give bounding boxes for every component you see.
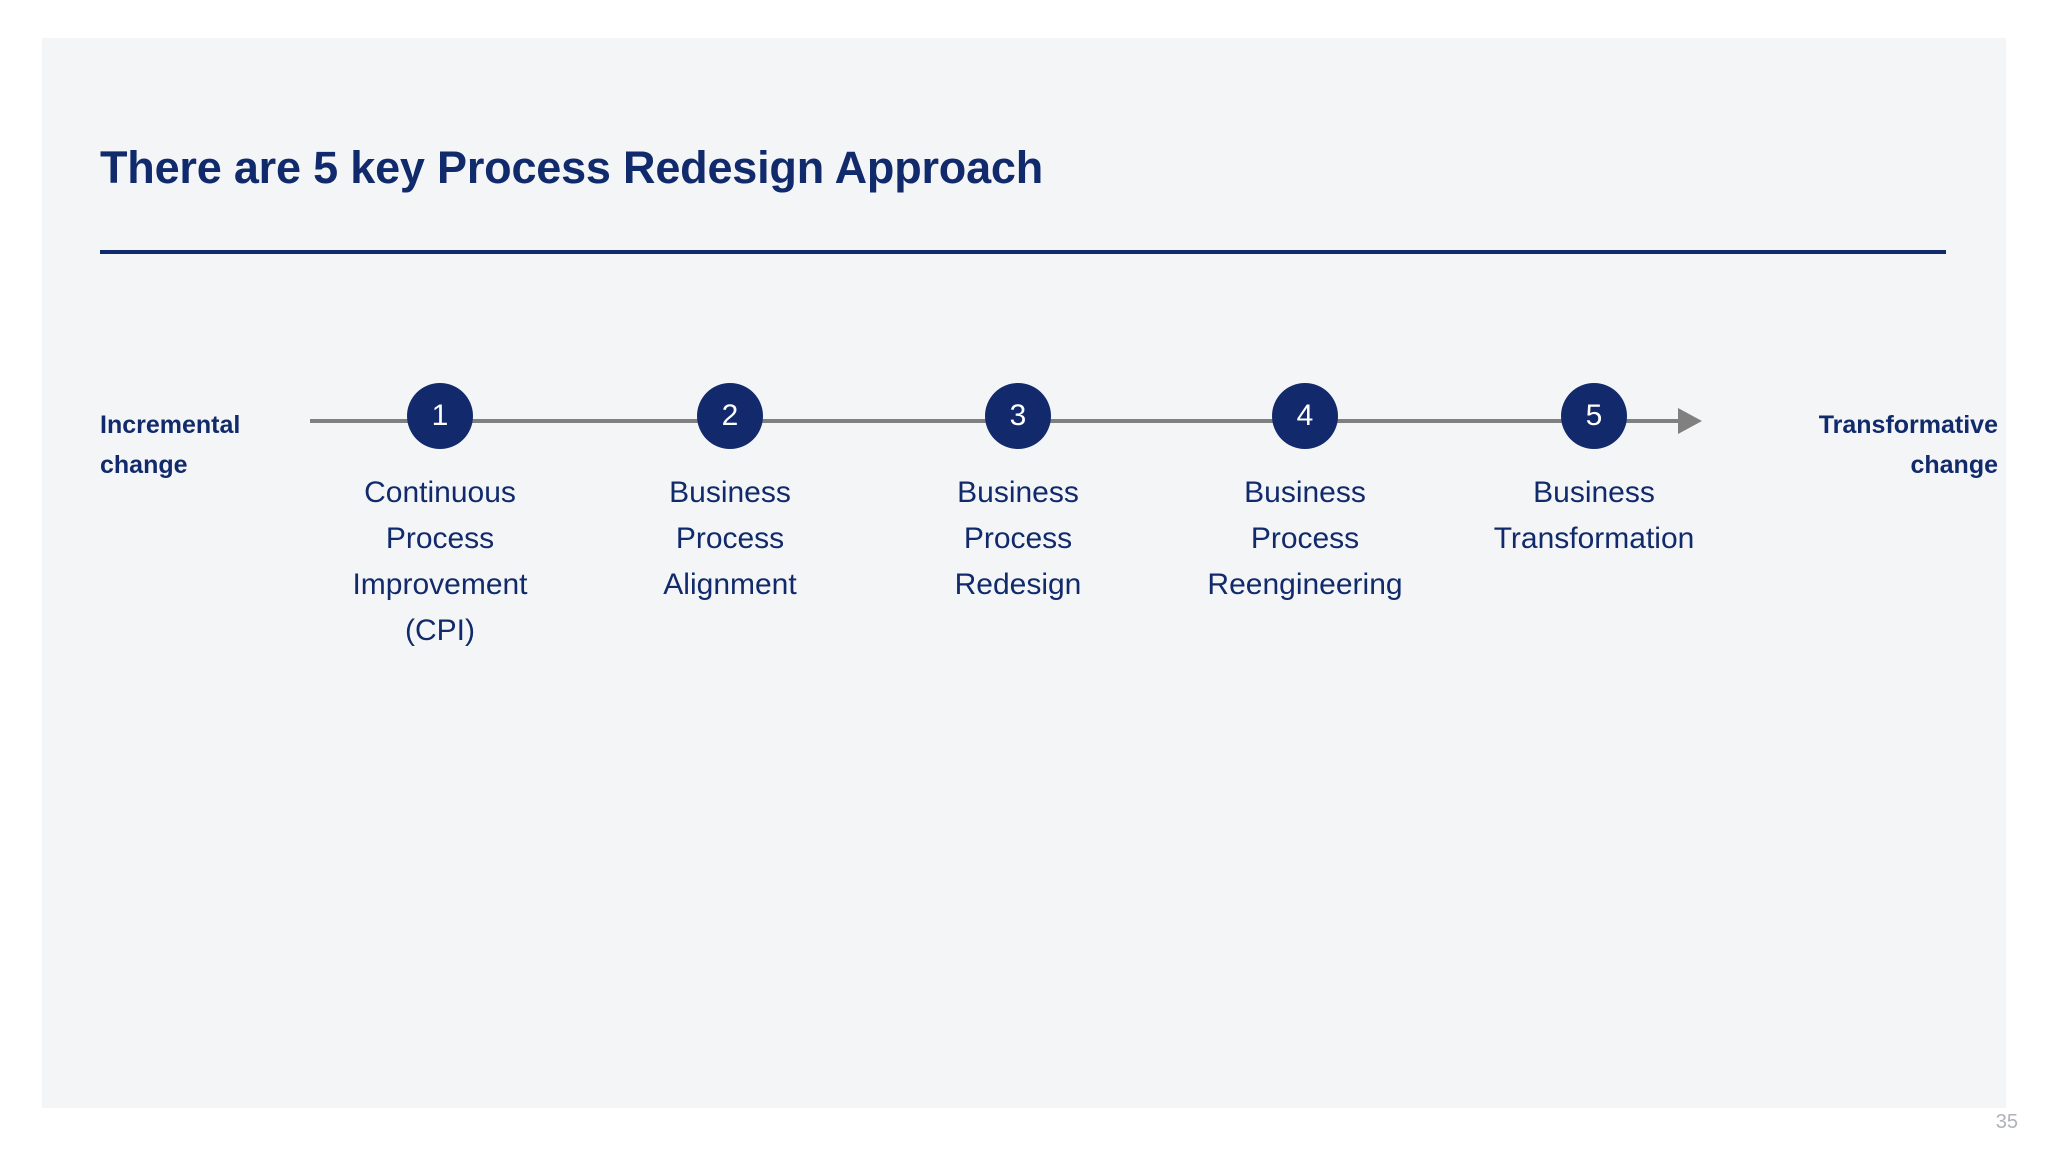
step-circle-1[interactable]: 1 <box>407 383 473 449</box>
timeline-step-4[interactable]: 4 Business Process Reengineering <box>1185 383 1425 608</box>
page-number: 35 <box>1995 1111 2018 1133</box>
timeline-step-2[interactable]: 2 Business Process Alignment <box>610 383 850 608</box>
process-timeline-diagram: Incremental change Transformative change… <box>42 38 2006 1108</box>
step-circle-3[interactable]: 3 <box>985 383 1051 449</box>
step-label-3: Business Process Redesign <box>954 476 1082 601</box>
step-label-5: Business Transformation <box>1493 476 1695 555</box>
step-number-2: 2 <box>721 399 739 432</box>
page-title: There are 5 key Process Redesign Approac… <box>100 142 1044 193</box>
title-divider <box>100 250 1946 254</box>
timeline-step-5[interactable]: 5 Business Transformation <box>1474 383 1714 562</box>
step-label-2: Business Process Alignment <box>663 476 797 601</box>
step-circle-2[interactable]: 2 <box>697 383 763 449</box>
step-label-4: Business Process Reengineering <box>1207 476 1403 601</box>
step-number-4: 4 <box>1296 399 1314 432</box>
axis-label-transformative-change: Transformative change <box>1818 411 1998 479</box>
slide-panel: There are 5 key Process Redesign Approac… <box>42 38 2006 1108</box>
timeline-step-1[interactable]: 1 Continuous Process Improvement (CPI) <box>320 383 560 654</box>
timeline-step-3[interactable]: 3 Business Process Redesign <box>898 383 1138 608</box>
step-circle-4[interactable]: 4 <box>1272 383 1338 449</box>
arrow-right-icon <box>1678 408 1702 434</box>
step-label-1: Continuous Process Improvement (CPI) <box>352 476 528 647</box>
step-number-3: 3 <box>1009 399 1027 432</box>
axis-label-incremental-change: Incremental change <box>100 411 241 479</box>
step-number-1: 1 <box>431 399 449 432</box>
step-number-5: 5 <box>1585 399 1603 432</box>
step-circle-5[interactable]: 5 <box>1561 383 1627 449</box>
